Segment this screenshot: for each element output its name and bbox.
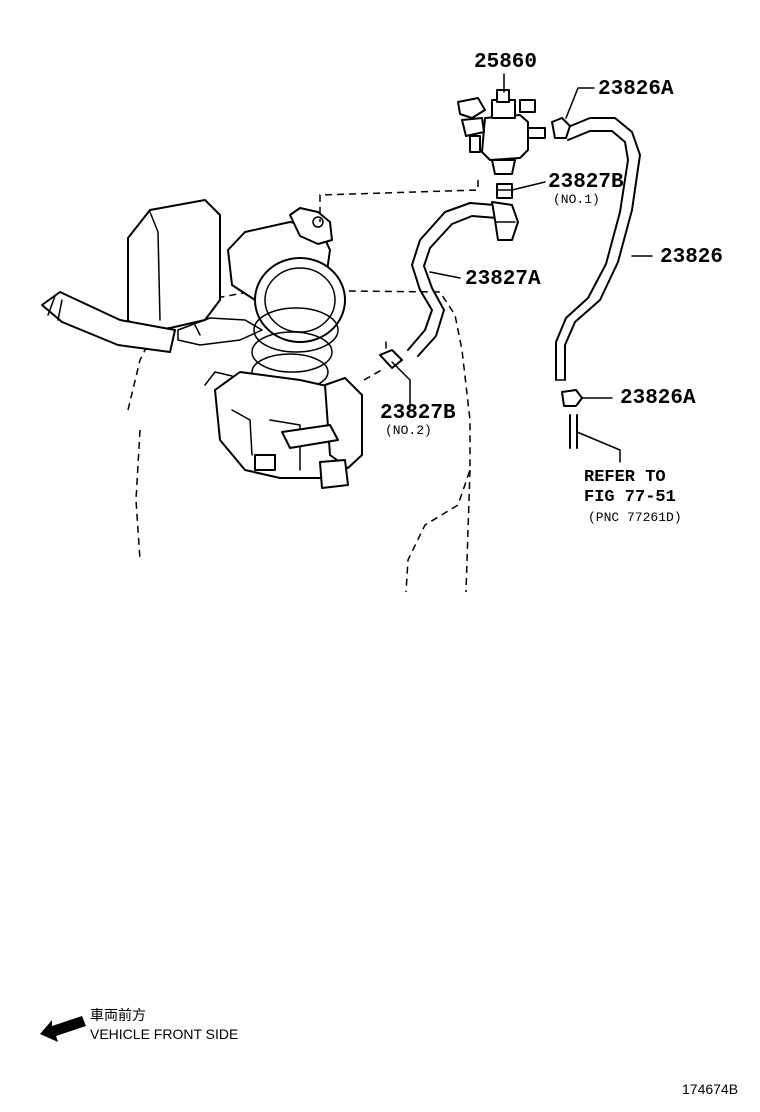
- figure-id: 174674B: [682, 1081, 739, 1097]
- left-down-arrow-icon: [40, 1016, 86, 1042]
- part-number-23826a-top: 23826A: [598, 78, 674, 101]
- reference-line-1: REFER TO: [584, 468, 666, 487]
- part-note-no1: (NO.1): [553, 192, 600, 207]
- part-number-23827b-no1: 23827B: [548, 171, 624, 194]
- reference-line-3: (PNC 77261D): [588, 510, 682, 525]
- part-number-25860: 25860: [474, 51, 538, 74]
- hose-23827b-no1-drawing: [496, 183, 513, 199]
- hose-23827a-drawing: [407, 201, 519, 357]
- clamp-23826a-top-drawing: [551, 117, 571, 139]
- engine-assembly-drawing: [41, 180, 479, 593]
- part-number-23826: 23826: [660, 246, 724, 269]
- leader-lines: [391, 73, 653, 463]
- clamp-23826a-bottom-drawing: [561, 389, 583, 407]
- vehicle-front-label: VEHICLE FRONT SIDE: [90, 1026, 239, 1042]
- reference-line-2: FIG 77-51: [584, 488, 676, 507]
- part-number-23827a: 23827A: [465, 268, 541, 291]
- vehicle-front-japanese: 車両前方: [90, 1007, 146, 1023]
- part-number-23827b-no2: 23827B: [380, 402, 456, 425]
- part-number-23826a-bottom: 23826A: [620, 387, 696, 410]
- hose-23826-drawing: [555, 117, 641, 381]
- hose-stub-drawing: [569, 414, 578, 449]
- part-note-no2: (NO.2): [385, 423, 432, 438]
- vsv-25860-drawing: [457, 89, 546, 175]
- clamp-23827b-no2-drawing: [379, 341, 403, 369]
